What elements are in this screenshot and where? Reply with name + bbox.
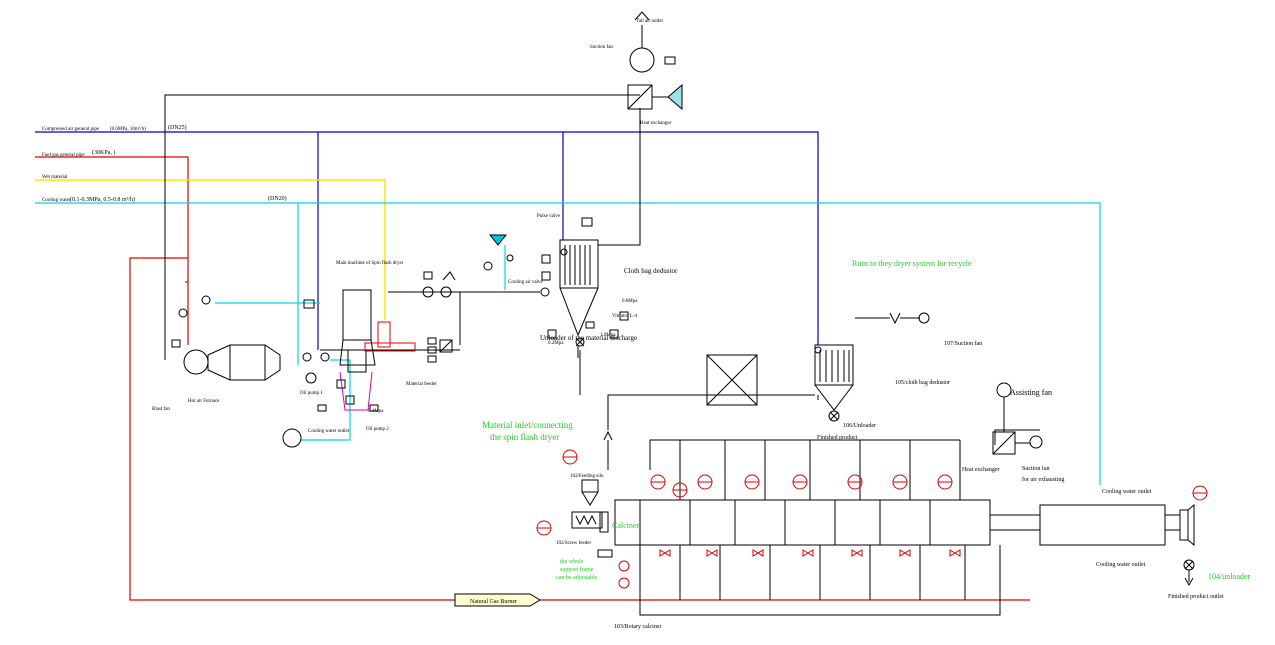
return-text: Rurn to they dryer system for recycle — [852, 259, 972, 268]
burner-valve-icon — [851, 549, 863, 557]
oil-pump-2-label: Oil pump 2 — [366, 427, 389, 432]
cooling-water-outlet-top-label: Cooling water outlet — [1102, 489, 1152, 495]
support-frame-label-1: the whole — [560, 559, 584, 565]
pressure-1-label: 1.0Mpa — [600, 333, 616, 338]
cooling-water-spec: (0.1-0.3MPa, 0.5-0.8 m³/h) — [70, 196, 135, 203]
assisting-fan-label: Assisting fan — [1010, 388, 1052, 397]
material-inlet-label-1: Material inlet/connecting — [482, 420, 573, 430]
rotary-calciner — [599, 499, 1195, 587]
burner-valve-icon — [949, 549, 961, 557]
cyclone-box — [706, 354, 758, 406]
burner-valve-icon — [752, 549, 764, 557]
cooling-water-pipe — [35, 202, 1101, 485]
dryer-instruments — [422, 271, 456, 298]
feeding-silo-label: 102/Feeding silo — [570, 474, 604, 479]
heat-exchanger-top-label: Heat exchanger — [640, 121, 672, 126]
unloader-106-label: 106/Unloader — [843, 423, 876, 429]
spin-flash-dryer — [282, 289, 453, 448]
fuel-gas-pipe — [35, 156, 1030, 601]
wet-material-pipe — [35, 179, 386, 320]
finished-product-label: Finished product — [817, 435, 858, 441]
pulse-valve-label: Pulse valve — [537, 214, 561, 219]
burner-valve-icon — [659, 549, 671, 557]
hot-air-furnace — [171, 295, 281, 381]
main-machine-label: Main machine of Spin flash dryer — [336, 261, 404, 266]
cloth-bag-dedustor-top — [483, 217, 629, 358]
top-heat-exchanger — [627, 83, 683, 111]
finished-product-outlet-label: Finished product outlet — [1168, 594, 1224, 600]
unloader-104-label: 104/unloader — [1208, 572, 1251, 581]
dn20-label: (DN20) — [268, 195, 287, 202]
compressed-air-spec: (0.6MPa, 10m³/h) — [110, 126, 146, 132]
cloth-bag-105-label: 105/cloth bag dedustor — [895, 380, 950, 386]
oil-pump-1-label: Oil pump 1 — [300, 391, 323, 396]
pressure-02-label: 0.2Mpa — [548, 341, 564, 346]
tail-air-outlet-label: Tail air outlet — [636, 19, 663, 24]
cooling-water-label: Cooling water — [42, 198, 71, 203]
blast-fan-label: Blast fan — [152, 407, 170, 412]
pressure-04-label: 0.4Mpa — [368, 409, 384, 414]
burner-valve-icon — [899, 549, 911, 557]
feeding-silo — [571, 430, 630, 589]
dn25-label: (DN25) — [168, 124, 187, 131]
pressure-06-label: 0.6Mpa — [622, 299, 638, 304]
unloader-material-label: Unloader of the material discharge — [540, 334, 637, 342]
suction-fan-exhaust-label-1: Suction fan — [1022, 465, 1050, 472]
suction-fan-label: Suction fan — [590, 45, 613, 50]
natural-gas-burner: Natural Gas Burner — [454, 593, 541, 607]
cooling-water-outlet-bottom-label: Cooling water outlet — [1096, 562, 1146, 568]
material-feeder-label: Material feeder — [406, 382, 437, 387]
hot-air-furnace-label: Hot air Furnace — [188, 399, 220, 404]
heat-exchanger-right-label: Heat exchanger — [962, 467, 999, 473]
heat-exchanger-right — [992, 382, 1043, 455]
compressed-air-label: Compressed air general pipe — [42, 127, 100, 132]
fuel-gas-label: Fuel gas general pipe — [42, 153, 85, 158]
cloth-bag-dedustor-label: Cloth bag dedustor — [624, 267, 678, 275]
compressed-air-pipe — [35, 131, 819, 350]
temperature-instruments — [536, 449, 1208, 557]
top-suction-fan — [629, 11, 676, 73]
cooling-air-valve-label: Cooling air valve — [508, 280, 543, 285]
material-inlet-label-2: the spin flash dryer — [490, 432, 559, 442]
wet-material-label: Wet material — [42, 175, 68, 180]
vibrator-label: Vibrator L-4 — [612, 314, 638, 319]
screw-feeder-label: 102/Screw feeder — [556, 541, 591, 546]
burner-valve-icon — [802, 549, 814, 557]
support-frame-label-3: can be adjustable — [556, 575, 598, 581]
rotary-calciner-label: 103/Rotary calciner — [614, 624, 661, 630]
cloth-bag-dedustor-105 — [814, 312, 930, 422]
process-lines — [164, 94, 1040, 616]
fuel-gas-spec: (30KPa, ) — [92, 149, 115, 156]
suction-fan-exhaust-label-2: for air exhausting — [1022, 476, 1064, 483]
burner-valve-icon — [706, 549, 718, 557]
suction-fan-107-label: 107/Suction fan — [944, 340, 982, 347]
burner-label: Natural Gas Burner — [470, 599, 517, 605]
cooling-water-outlet-left-label: Cooling water outlet — [308, 429, 350, 434]
calciner-label: Calciner — [612, 521, 639, 530]
support-frame-label-2: support frame — [560, 566, 594, 573]
labels: Tail air outlet Suction fan Heat exchang… — [42, 19, 1251, 630]
